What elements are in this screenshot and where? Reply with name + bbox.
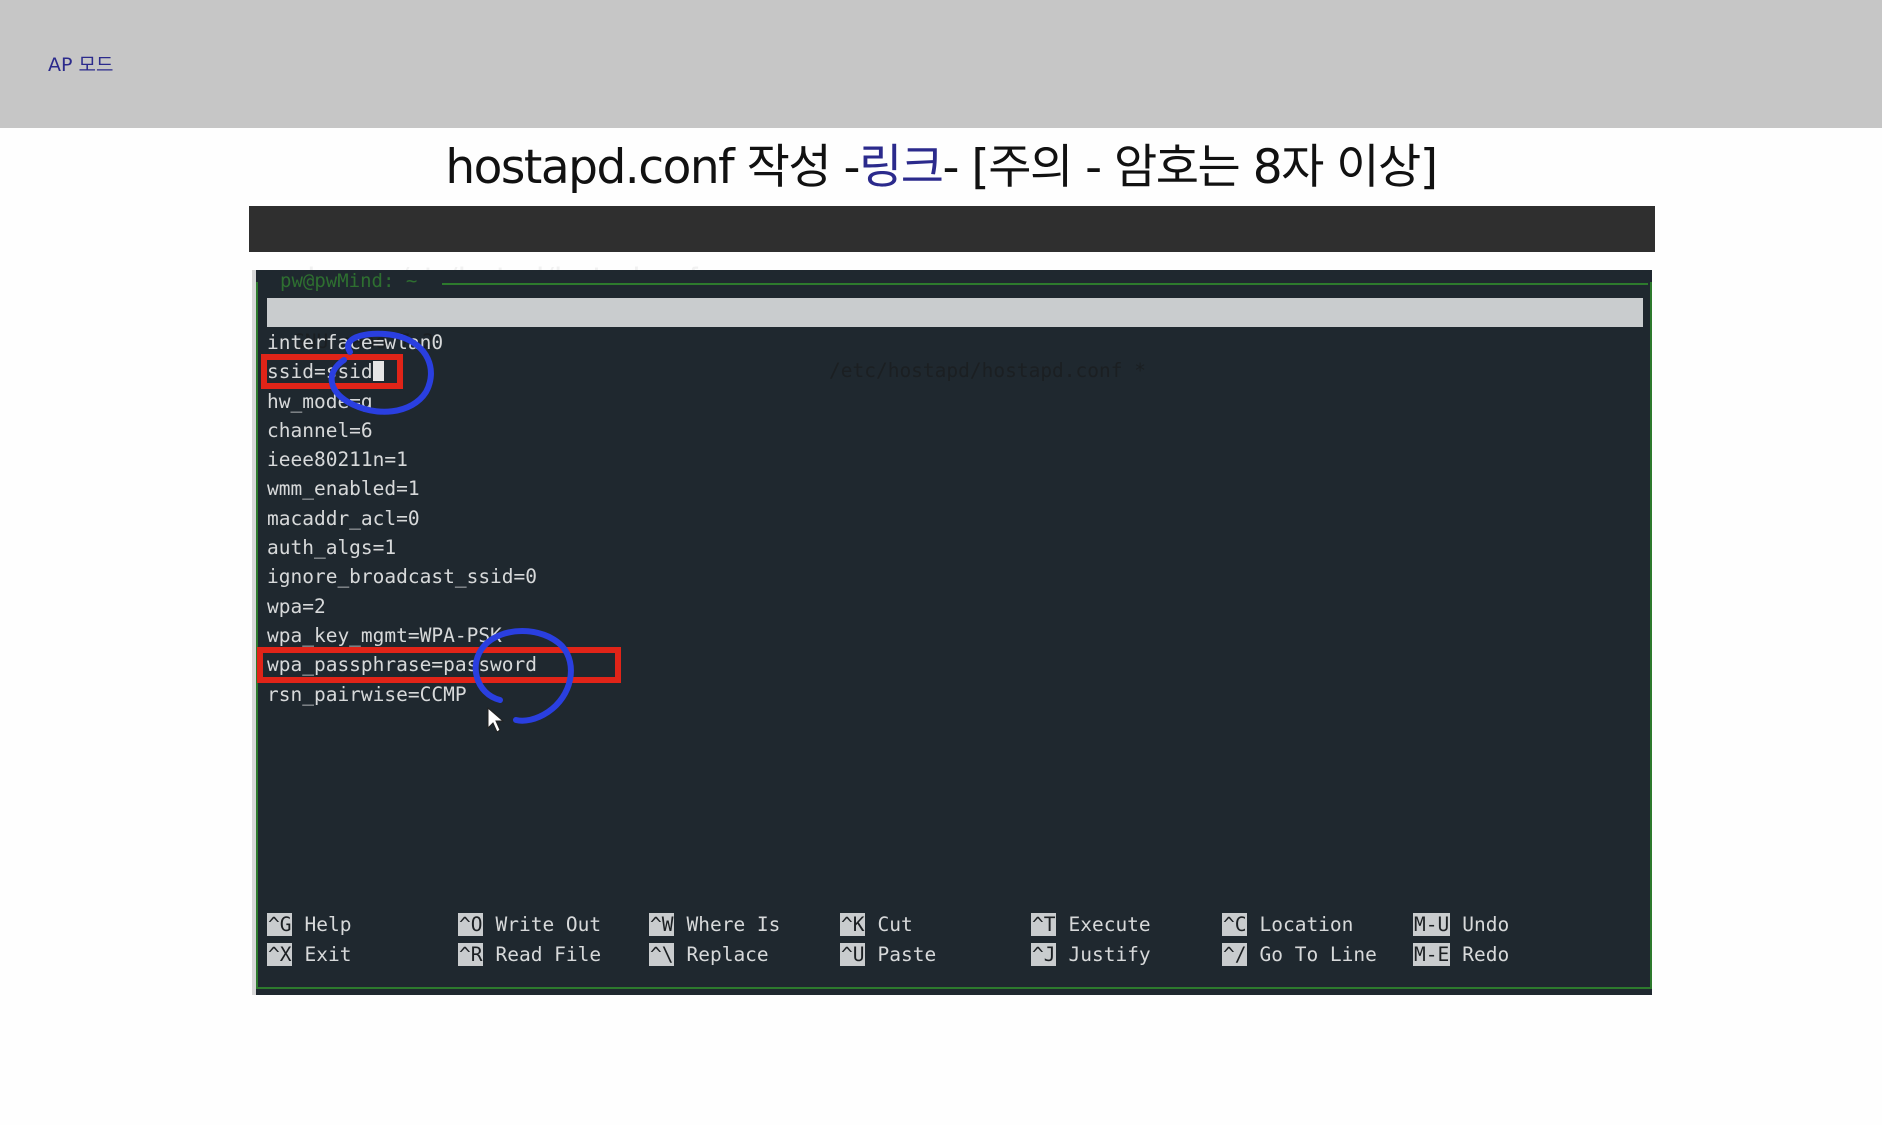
nano-file-path: /etc/hostapd/hostapd.conf *	[829, 359, 1146, 382]
shortcut-execute[interactable]: ^T Execute	[1031, 910, 1151, 940]
editor-line: wmm_enabled=1	[267, 477, 420, 501]
shortcut-help[interactable]: ^G Help	[267, 910, 351, 940]
shortcut-justify[interactable]: ^J Justify	[1031, 940, 1151, 970]
terminal-window[interactable]: pw@pwMind: ~ GNU nano 7.2 /etc/hostapd/h…	[252, 270, 1652, 995]
shortcut-label: Read File	[495, 942, 602, 966]
shortcut-label: Redo	[1462, 942, 1510, 966]
title-suffix: - [주의 - 암호는 8자 이상]	[942, 140, 1438, 195]
shortcut-label: Undo	[1462, 913, 1510, 936]
editor-line: hw_mode=g	[267, 389, 373, 413]
shortcut-key: ^O	[458, 913, 484, 936]
text-cursor	[372, 361, 384, 382]
slide-title: hostapd.conf 작성 -링크- [주의 - 암호는 8자 이상]	[0, 128, 1882, 197]
editor-line: wpa=2	[267, 594, 326, 618]
nano-shortcut-bar: ^G Help ^O Write Out ^W Where Is ^K Cut ^T Ex…	[267, 910, 1637, 969]
editor-line: auth_algs=1	[267, 536, 397, 560]
shortcut-go-to-line[interactable]: ^/ Go To Line	[1222, 940, 1377, 970]
shortcut-replace[interactable]: ^\ Replace	[649, 940, 769, 970]
shortcut-redo[interactable]: M-E Redo	[1413, 940, 1509, 970]
editor-line: ignore_broadcast_ssid=0	[267, 565, 538, 589]
editor-line-passphrase: wpa_passphrase=password	[267, 653, 538, 677]
editor-line: macaddr_acl=0	[267, 506, 420, 530]
editor-area[interactable]: interface=wlan0 ssid=ssid hw_mode=g chan…	[267, 328, 537, 709]
shortcut-key: ^C	[1222, 913, 1248, 936]
editor-line: interface=wlan0	[267, 331, 444, 354]
editor-line: channel=6	[267, 418, 373, 442]
command-bar: sudo nano /etc/hostapd/hostapd.conf	[249, 206, 1655, 287]
shortcut-paste[interactable]: ^U Paste	[840, 940, 936, 970]
shortcut-label: Go To Line	[1259, 942, 1377, 966]
shortcut-key: ^R	[458, 942, 484, 966]
terminal-title: pw@pwMind: ~	[280, 270, 418, 292]
top-banner: AP 모드	[0, 0, 1882, 128]
shortcut-label: Exit	[304, 942, 352, 966]
shortcut-key: ^G	[267, 913, 293, 936]
shortcut-where-is[interactable]: ^W Where Is	[649, 910, 780, 940]
shortcut-label: Paste	[877, 942, 937, 966]
editor-line-ssid: ssid=ssid	[267, 357, 537, 386]
shortcut-key: ^/	[1222, 942, 1248, 966]
shortcut-key: ^T	[1031, 913, 1057, 936]
shortcut-label: Location	[1259, 913, 1354, 936]
nano-title-bar: GNU nano 7.2 /etc/hostapd/hostapd.conf *	[267, 298, 1643, 382]
editor-line: rsn_pairwise=CCMP	[267, 682, 467, 706]
editor-line: wpa_key_mgmt=WPA-PSK	[267, 623, 502, 647]
shortcut-key: ^W	[649, 913, 675, 936]
shortcut-cut[interactable]: ^K Cut	[840, 910, 913, 940]
shortcut-row: ^G Help ^O Write Out ^W Where Is ^K Cut ^T Ex…	[267, 910, 1637, 940]
shortcut-label: Cut	[877, 913, 913, 936]
shortcut-write-out[interactable]: ^O Write Out	[458, 910, 601, 940]
shortcut-label: Help	[304, 913, 352, 936]
shortcut-key: ^U	[840, 942, 866, 966]
shortcut-label: Replace	[686, 942, 769, 966]
shortcut-key: M-E	[1413, 942, 1451, 966]
title-link[interactable]: 링크	[859, 140, 944, 195]
shortcut-read-file[interactable]: ^R Read File	[458, 940, 601, 970]
shortcut-label: Execute	[1068, 913, 1151, 936]
shortcut-location[interactable]: ^C Location	[1222, 910, 1353, 940]
editor-line-text: ssid=ssid	[267, 360, 373, 384]
shortcut-label: Justify	[1068, 942, 1151, 966]
section-label: AP 모드	[48, 54, 114, 76]
shortcut-undo[interactable]: M-U Undo	[1413, 910, 1509, 940]
shortcut-label: Write Out	[495, 913, 602, 936]
shortcut-exit[interactable]: ^X Exit	[267, 940, 351, 970]
shortcut-key: ^K	[840, 913, 866, 936]
shortcut-key: ^J	[1031, 942, 1057, 966]
terminal-frame-top	[442, 283, 1648, 285]
shortcut-row: ^X Exit ^R Read File ^\ Replace ^U Paste ^J J…	[267, 940, 1637, 970]
shortcut-key: ^X	[267, 942, 293, 966]
shortcut-key: ^\	[649, 942, 675, 966]
shortcut-label: Where Is	[686, 913, 781, 936]
editor-line: ieee80211n=1	[267, 448, 408, 472]
shortcut-key: M-U	[1413, 913, 1451, 936]
title-prefix: hostapd.conf 작성 -	[445, 140, 860, 195]
